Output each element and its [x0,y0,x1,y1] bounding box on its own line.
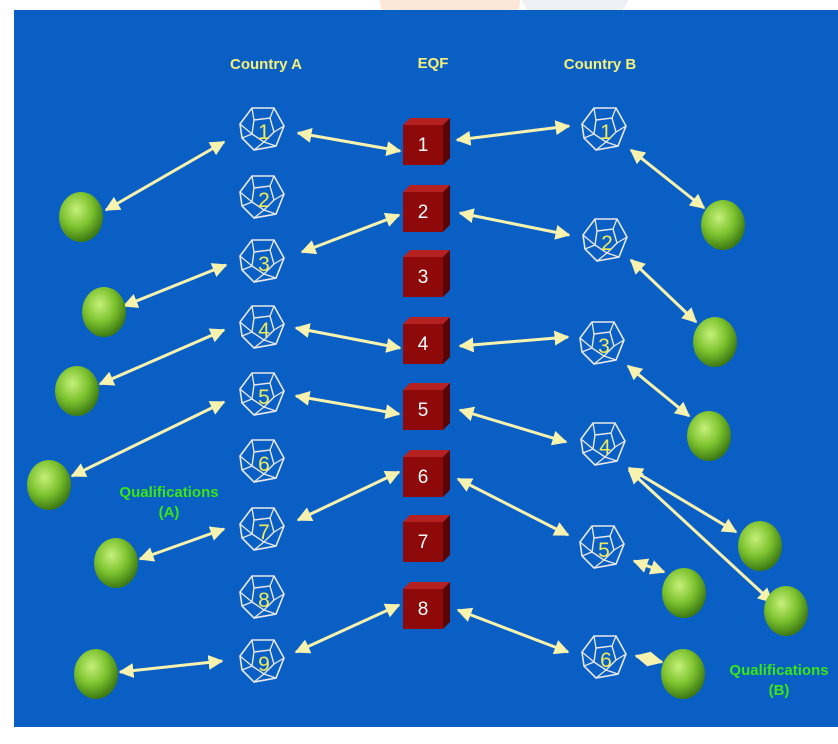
eqf-level-box: 8 [403,582,450,629]
country-level-number: 1 [600,121,612,144]
country-level-polyhedron: 6 [581,635,627,679]
qualification-node [59,192,103,242]
country-level-number: 7 [258,521,270,544]
mapping-arrow [626,364,691,418]
eqf-level-number: 7 [418,532,429,553]
country-level-polyhedron: 2 [582,218,628,262]
eqf-level-box: 3 [403,250,450,297]
country-b-header: Country B [564,56,637,73]
qualification-node [74,649,118,699]
eqf-level-box: 2 [403,185,450,232]
mapping-arrow [458,406,568,446]
eqf-level-box: 1 [403,118,450,165]
country-level-number: 3 [258,253,270,276]
mapping-arrow [296,470,401,522]
eqf-level-number: 6 [418,467,429,488]
mapping-arrow [629,148,706,210]
mapping-arrow [122,263,228,308]
eqf-level-number: 1 [418,135,429,156]
mapping-arrow [98,328,226,386]
country-level-number: 2 [601,232,613,255]
country-level-polyhedron: 5 [239,372,285,416]
qualification-node [701,200,745,250]
eqf-level-number: 2 [418,202,429,223]
country-level-number: 1 [258,121,270,144]
qualification-node [738,521,782,571]
eqf-level-number: 3 [418,267,429,288]
mapping-arrow [296,127,402,157]
mapping-arrow [456,477,570,537]
qualifications-a-sublabel: (A) [159,504,180,521]
mapping-arrow [294,603,401,654]
qualification-node [94,538,138,588]
eqf-level-box: 4 [403,317,450,364]
qualification-node [687,411,731,461]
country-level-number: 3 [598,335,610,358]
mapping-arrow [458,208,571,240]
country-level-number: 4 [258,319,270,342]
qualifications-b-label: Qualifications [729,662,828,679]
country-level-polyhedron: 3 [579,321,625,365]
eqf-diagram: 1 2 3 4 5 6 7 8 1 2 3 4 5 6 7 8 9 1 2 3 4 5 6 Country A EQF C… [14,10,838,727]
arrow-layer [70,120,774,679]
mapping-arrow [455,120,571,146]
mapping-arrow [627,466,738,534]
eqf-level-box: 7 [403,515,450,562]
mapping-arrow [70,400,226,478]
mapping-arrow [294,323,402,353]
eqf-level-number: 5 [418,400,429,421]
country-level-polyhedron: 7 [239,507,285,551]
country-level-polyhedron: 1 [239,107,285,151]
eqf-level-box: 6 [403,450,450,497]
eqf-level-layer: 1 2 3 4 5 6 7 8 [403,118,450,629]
country-level-number: 8 [258,589,270,612]
eqf-header: EQF [418,55,449,72]
qualification-node [27,460,71,510]
mapping-arrow [118,654,224,679]
qualification-node [764,586,808,636]
mapping-arrow [632,558,666,575]
country-level-number: 5 [598,539,610,562]
country-level-polyhedron: 4 [239,305,285,349]
country-level-polyhedron: 4 [580,422,626,466]
country-level-number: 2 [258,189,270,212]
country-level-polyhedron: 8 [239,575,285,619]
qualifications-b-sublabel: (B) [769,682,790,699]
eqf-level-number: 8 [418,599,429,620]
qualification-node [55,366,99,416]
mapping-arrow [294,390,401,420]
mapping-arrow [634,651,664,667]
eqf-level-number: 4 [418,334,429,355]
country-level-layer: 1 2 3 4 5 6 7 8 9 1 2 3 4 5 6 [239,107,628,683]
mapping-arrow [629,258,698,324]
country-level-polyhedron: 2 [239,175,285,219]
country-level-polyhedron: 5 [579,525,625,569]
mapping-arrow [104,140,226,212]
qualifications-a-label: Qualifications [119,484,218,501]
country-level-number: 5 [258,386,270,409]
mapping-arrow [138,526,226,562]
country-level-number: 6 [258,453,270,476]
eqf-level-box: 5 [403,383,450,430]
mapping-arrow [300,212,401,255]
mapping-arrow [458,330,570,353]
country-level-number: 6 [600,649,612,672]
country-level-polyhedron: 3 [239,239,285,283]
qualification-node [82,287,126,337]
qualification-node [662,568,706,618]
country-level-polyhedron: 1 [581,107,627,151]
country-a-header: Country A [230,56,302,73]
mapping-arrow [627,468,774,604]
qualification-node [661,649,705,699]
country-level-polyhedron: 6 [239,439,285,483]
country-level-number: 9 [258,653,270,676]
qualification-node [693,317,737,367]
qualification-node-layer [27,192,808,699]
country-level-number: 4 [599,436,611,459]
country-level-polyhedron: 9 [239,639,285,683]
mapping-arrow [456,607,570,655]
